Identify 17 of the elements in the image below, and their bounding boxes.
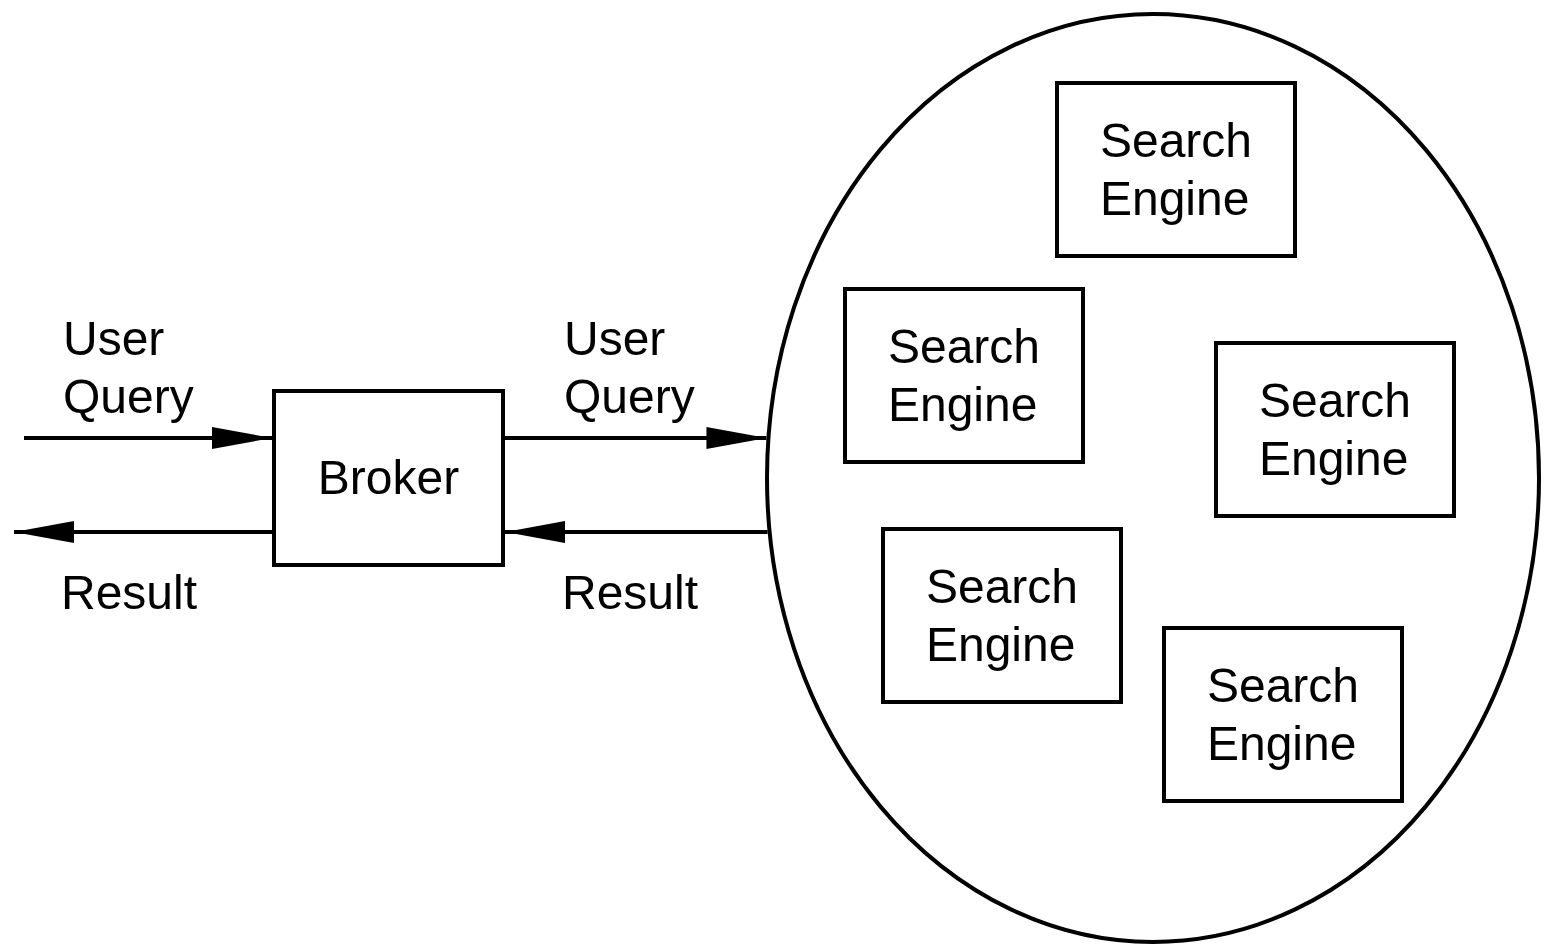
node-label: Search Engine: [1099, 112, 1253, 227]
process-box: [881, 527, 1123, 704]
arrow: [24, 427, 272, 449]
process-box: [843, 287, 1085, 464]
group-ellipse: [765, 12, 1541, 944]
process-box: [1162, 626, 1404, 803]
node-label: Search Engine: [1206, 657, 1360, 772]
process-box: [272, 389, 505, 567]
arrow: [14, 521, 272, 543]
node-label: Broker: [317, 450, 460, 507]
process-box: [1055, 81, 1297, 258]
node-label: Search Engine: [925, 558, 1079, 673]
arrow: [505, 427, 767, 449]
arrow: [505, 521, 768, 543]
node-label: Search Engine: [887, 318, 1041, 433]
process-box: [1214, 341, 1456, 518]
node-label: Search Engine: [1258, 372, 1412, 487]
